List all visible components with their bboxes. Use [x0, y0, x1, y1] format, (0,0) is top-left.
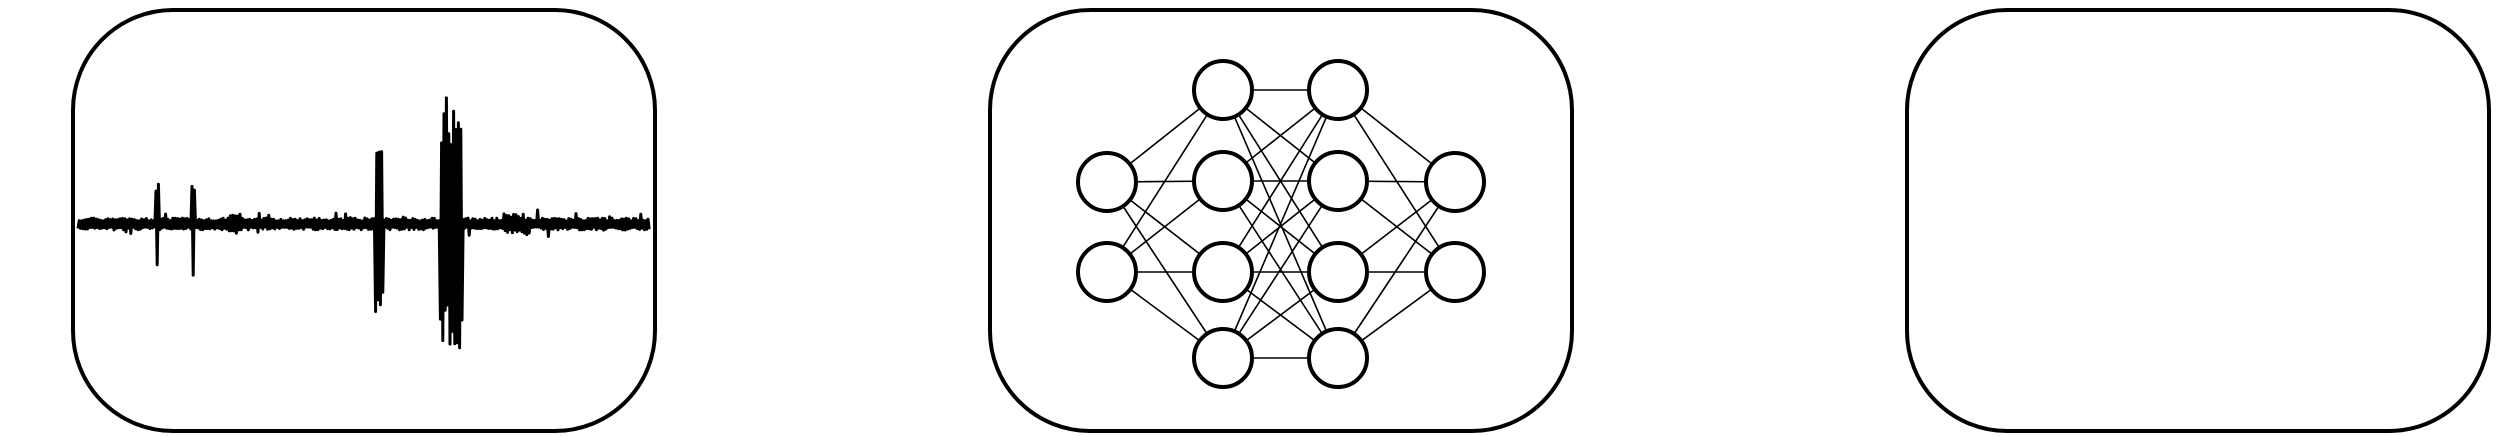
- network-node-layer-3: [1307, 241, 1369, 303]
- network-node-layer-3: [1307, 150, 1369, 212]
- network-node-layer-2: [1192, 150, 1254, 212]
- network-edge: [1106, 181, 1224, 359]
- empty-panel-frame: [1905, 8, 2491, 433]
- network-edge: [1222, 89, 1339, 273]
- network-node-layer-3: [1307, 59, 1369, 121]
- audio-waveform-icon: [76, 96, 651, 350]
- network-panel-frame: [988, 8, 1574, 433]
- network-node-layer-4: [1424, 241, 1486, 303]
- network-node-layer-1: [1076, 241, 1138, 303]
- network-edge: [1222, 89, 1339, 359]
- neural-network-icon: [1076, 59, 1486, 389]
- empty-panel: [1905, 8, 2491, 433]
- network-node-layer-2: [1192, 241, 1254, 303]
- network-node-layer-2: [1192, 59, 1254, 121]
- neural-network-connections: [1106, 89, 1456, 359]
- network-node-layer-2: [1192, 327, 1254, 389]
- network-edge: [1222, 180, 1339, 359]
- network-node-layer-4: [1424, 151, 1486, 213]
- network-node-layer-1: [1076, 151, 1138, 213]
- network-panel: [988, 8, 1574, 433]
- network-edge: [1337, 181, 1456, 359]
- network-node-layer-3: [1307, 327, 1369, 389]
- waveform-panel: [71, 8, 657, 433]
- waveform-panel-frame: [71, 8, 657, 433]
- network-edge: [1106, 89, 1224, 273]
